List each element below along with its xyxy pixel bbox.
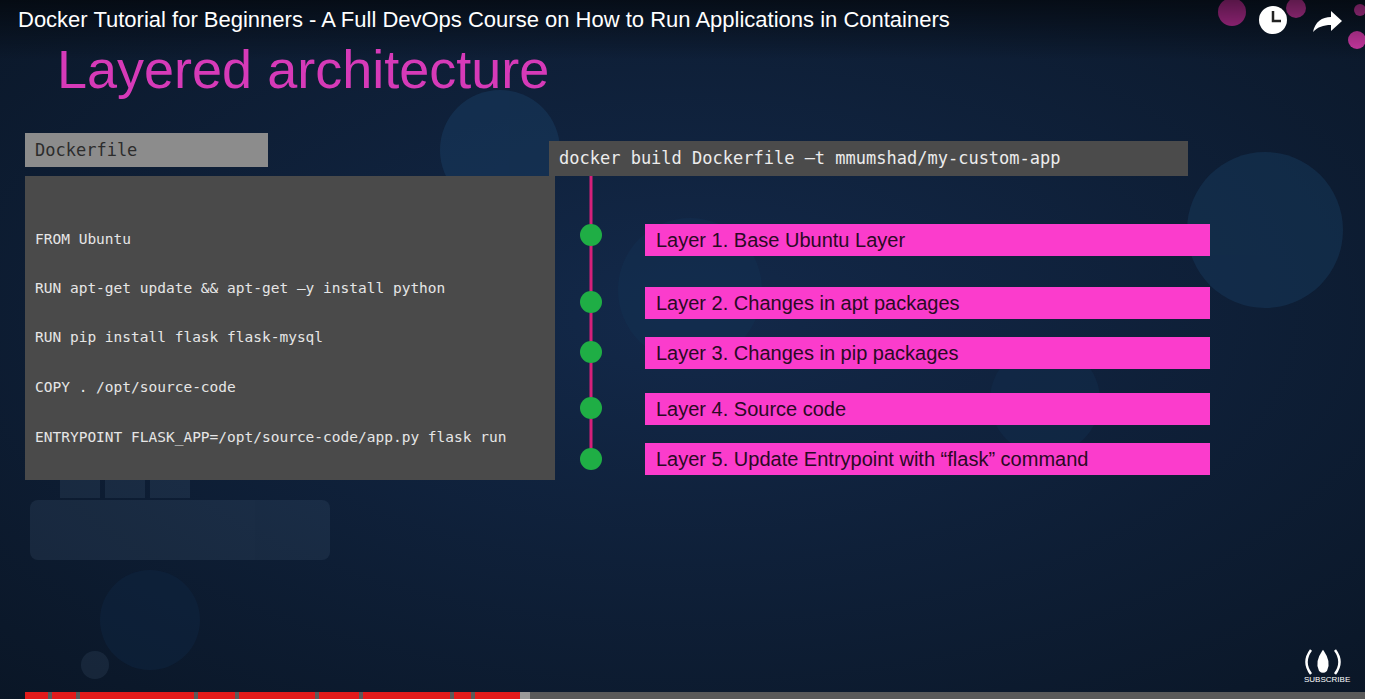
code-box: FROM UbuntuRUN apt-get update && apt-get… (25, 176, 555, 480)
layer-dots (580, 224, 602, 470)
subscribe-label: SUBSCRIBE (1304, 675, 1350, 684)
box-text: Layer 1. Base Ubuntu Layer (656, 228, 905, 252)
side-panel (1365, 0, 1377, 699)
whale-watermark (30, 470, 330, 679)
code-line: RUN pip install flask flask-mysql (35, 329, 323, 346)
slide-title: Layered architecture (57, 40, 549, 99)
channel-logo (1307, 650, 1340, 674)
layer-box: Layer 2. Changes in apt packages (645, 287, 1210, 319)
command-box: docker build Dockerfile –t mmumshad/my-c… (549, 141, 1188, 176)
layer-box: Layer 4. Source code (645, 393, 1210, 425)
layer-box: Layer 1. Base Ubuntu Layer (645, 224, 1210, 256)
code-line: ENTRYPOINT FLASK_APP=/opt/source-code/ap… (35, 429, 506, 446)
code-line: COPY . /opt/source-code (35, 379, 236, 396)
timeline-line (590, 176, 593, 462)
layer-box: Layer 3. Changes in pip packages (645, 337, 1210, 369)
clock-icon (1259, 6, 1287, 34)
code-line: FROM Ubuntu (35, 231, 131, 248)
box-text: Layer 3. Changes in pip packages (656, 341, 958, 365)
box-text: Layer 2. Changes in apt packages (656, 291, 960, 315)
share-icon (1313, 11, 1342, 32)
box-text: docker build Dockerfile –t mmumshad/my-c… (559, 148, 1061, 168)
code-line: RUN apt-get update && apt-get –y install… (35, 280, 445, 297)
video-title: Docker Tutorial for Beginners - A Full D… (18, 7, 950, 32)
box-text: Layer 5. Update Entrypoint with “flask” … (656, 447, 1088, 471)
layer-box: Layer 5. Update Entrypoint with “flask” … (645, 443, 1210, 475)
progress-bar (25, 692, 1365, 699)
box-text: Layer 4. Source code (656, 397, 846, 421)
box-text: Dockerfile (35, 140, 137, 160)
file-label: Dockerfile (25, 133, 268, 167)
